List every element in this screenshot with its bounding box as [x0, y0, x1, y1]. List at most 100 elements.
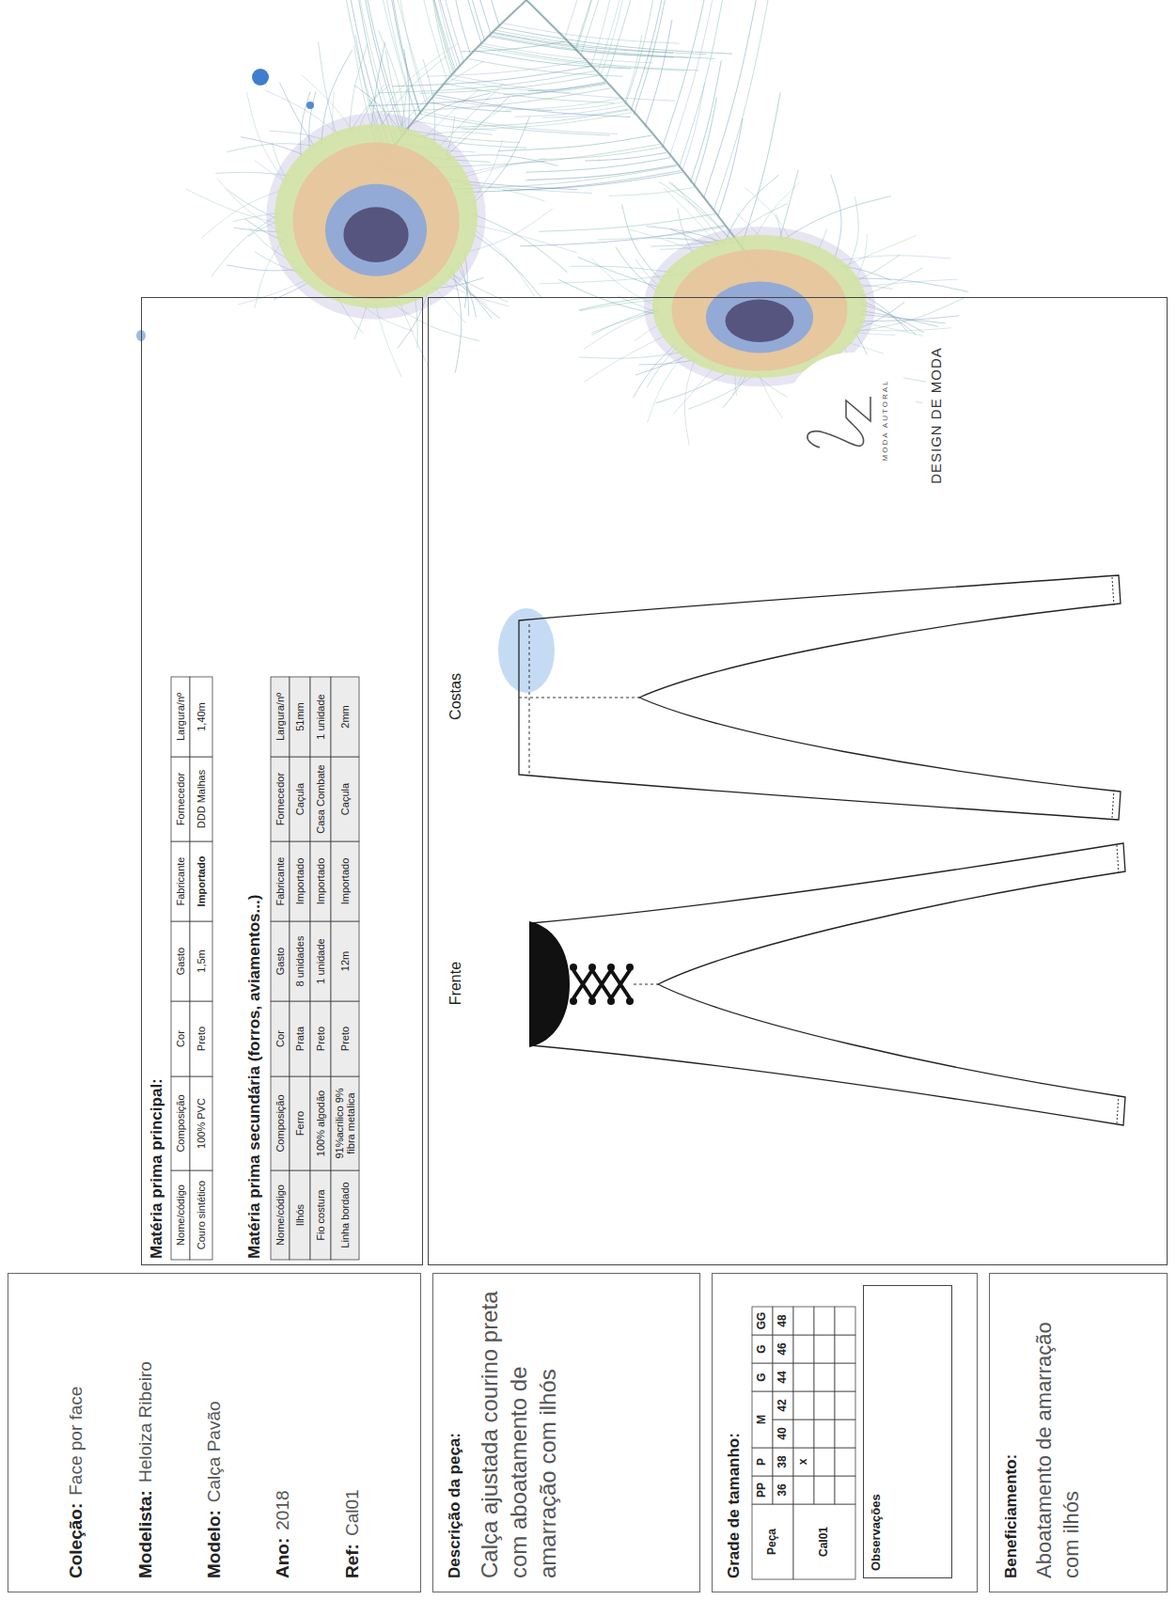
table-cell: [310, 1001, 331, 1077]
table-cell: [814, 1334, 835, 1364]
view-label: Frente: [447, 945, 465, 1021]
table-cell-text: Cor: [171, 1001, 190, 1077]
table-cell-text: 48: [772, 1306, 794, 1335]
feather-barb: [526, 157, 671, 173]
feather-barb: [538, 147, 662, 160]
feather-barb: [596, 0, 636, 74]
table-cell: [189, 1076, 213, 1171]
logo-signature: [807, 396, 871, 448]
table-cell-text: Preto: [189, 1001, 213, 1077]
table-cell: [793, 1391, 815, 1420]
table-cell: [772, 1334, 794, 1364]
table-cell: [289, 1001, 311, 1077]
feather-barb: [609, 187, 695, 196]
table-cell: [310, 921, 331, 1002]
table-cell: [289, 921, 311, 1002]
field-value: Heloiza Ribeiro: [135, 1361, 156, 1483]
table-cell-text: x: [793, 1447, 815, 1476]
table-cell-text: M: [752, 1391, 773, 1448]
table-cell-text: 40: [772, 1419, 794, 1448]
feather-barb: [456, 0, 485, 42]
feather-barb: [427, 0, 455, 76]
table-cell-text: Composição: [270, 1076, 290, 1171]
table-cell: [752, 1306, 773, 1335]
table-cell: [752, 1475, 773, 1505]
table-cell: [772, 1363, 794, 1392]
table-cell-text: Nome/código: [270, 1170, 290, 1260]
table-cell: [793, 1419, 815, 1448]
table-cell-text: 2mm: [330, 676, 360, 757]
field-row: Modelista: Heloiza Ribeiro: [135, 1286, 157, 1579]
feather-barb: [456, 109, 630, 127]
table-cell-text: Ilhós: [289, 1170, 311, 1260]
table-cell: [171, 756, 190, 842]
feather-barb: [703, 0, 762, 199]
table-cell-text: Linha bordado: [330, 1170, 360, 1260]
table-cell-text: G: [752, 1363, 773, 1392]
table-cell: [189, 676, 213, 757]
table-cell: [814, 1419, 835, 1448]
table-cell: [752, 1504, 794, 1580]
table-cell: [310, 756, 331, 842]
table-cell: [752, 1334, 773, 1364]
feather-barb: [445, 83, 614, 103]
field-label: Modelista:: [135, 1489, 156, 1579]
feather-barb: [465, 171, 681, 193]
table-cell-text: 91%acrilico 9% fibra metalica: [330, 1076, 360, 1171]
table-cell-text: 1 unidade: [310, 676, 331, 757]
pants-outline: [531, 843, 1126, 1126]
feather-wisp: [185, 188, 281, 224]
info-box: Grade de tamanho:Observações: [711, 1272, 978, 1593]
table-cell: [189, 1170, 213, 1260]
paint-splash: [498, 608, 555, 693]
table-cell: [793, 1306, 815, 1335]
table-heading: Matéria prima secundária (forros, aviame…: [245, 894, 265, 1259]
section-heading: Descrição da peça:: [444, 1286, 466, 1579]
feather-barb: [524, 165, 676, 181]
feather-barb: [502, 83, 607, 95]
table-cell: [793, 1363, 815, 1392]
table-cell-text: 51mm: [289, 676, 311, 757]
table-cell: [330, 921, 360, 1002]
table-cell: [289, 841, 311, 922]
table-cell: [793, 1334, 815, 1364]
table-cell: [772, 1391, 794, 1420]
table-cell-text: Cor: [270, 1001, 290, 1077]
table-cell-text: 36: [772, 1475, 794, 1505]
table-cell-text: Caçula: [330, 756, 360, 842]
table-cell-text: Ferro: [289, 1076, 311, 1171]
feather-barb: [689, 60, 722, 183]
feather-barb: [624, 34, 643, 104]
table-cell-text: Cal01: [793, 1504, 856, 1580]
table-cell: [189, 756, 213, 842]
drawing-panel: FrenteCostas: [427, 297, 1168, 1266]
hem-stitch: [1112, 577, 1114, 818]
table-cell-text: Casa Combate: [310, 756, 331, 842]
feather-barb: [461, 41, 567, 52]
table-cell: [772, 1419, 794, 1448]
pants-outline: [518, 575, 1121, 820]
field-row: Ano:2018: [272, 1286, 294, 1579]
feather-barb: [537, 102, 624, 111]
section-heading: Observações: [868, 1292, 885, 1571]
feather-barb: [678, 0, 725, 169]
table-cell: [834, 1306, 856, 1335]
table-cell-text: Gasto: [270, 921, 290, 1002]
table-cell: [289, 676, 311, 757]
table-cell: [289, 1170, 311, 1260]
table-cell-text: 1,40m: [189, 676, 213, 757]
feather-barb: [669, 0, 722, 157]
table-cell-text: Fornecedor: [270, 756, 290, 842]
table-cell-text: 100% PVC: [189, 1076, 213, 1171]
feather-barb: [447, 166, 677, 190]
feather-barb: [493, 31, 674, 53]
table-cell-text: Importado: [330, 841, 360, 922]
table-cell-text: PP: [752, 1475, 773, 1505]
table-cell-text: 38: [772, 1447, 794, 1476]
feather-eye-blue: [705, 281, 814, 353]
feather-wash: [266, 112, 486, 320]
table-cell: [310, 1076, 331, 1171]
table-cell-text: Peça: [752, 1504, 794, 1580]
feather-eye-ring: [672, 249, 848, 371]
section-body: Calça ajustada courino preta com aboatam…: [474, 1286, 564, 1579]
